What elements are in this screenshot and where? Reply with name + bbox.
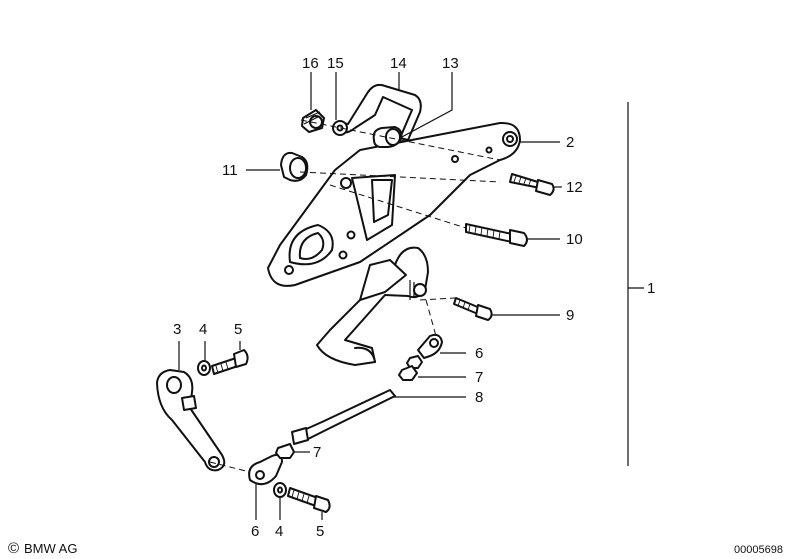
bolt-5-bottom: [287, 487, 331, 513]
callout-8: 8: [475, 389, 483, 406]
callout-1: 1: [647, 280, 655, 297]
callout-6-lower: 6: [251, 523, 259, 540]
copyright-symbol: ©: [8, 540, 19, 557]
callout-labels: 1 2 3 4 5 6 7 8 9 10 11 12 13 14 15 16 7…: [173, 55, 655, 540]
bolt-12: [509, 173, 555, 196]
nut-7-upper: [398, 355, 423, 381]
nut-7-lower: [275, 443, 295, 459]
footrest-bracket: [267, 121, 521, 287]
callout-10: 10: [566, 231, 583, 248]
callout-11: 11: [222, 162, 238, 179]
callout-12: 12: [566, 179, 583, 196]
callout-14: 14: [390, 55, 407, 72]
nut-16: [301, 109, 325, 133]
washer-4-top: [197, 360, 211, 376]
footer: © BMW AG 00005698: [8, 540, 783, 557]
bolt-10: [465, 223, 528, 247]
image-number: 00005698: [734, 544, 783, 556]
callout-13: 13: [442, 55, 459, 72]
brand-label: BMW AG: [24, 541, 77, 556]
brake-pedal-lever: [316, 246, 429, 366]
bell-crank-lever: [156, 369, 226, 472]
callout-15: 15: [327, 55, 344, 72]
bolt-9: [453, 297, 493, 321]
washer-4-bottom: [273, 482, 287, 498]
callout-16: 16: [302, 55, 319, 72]
callout-4-bottom: 4: [275, 523, 283, 540]
washer-15: [332, 120, 348, 136]
callout-3: 3: [173, 321, 181, 338]
callout-2: 2: [566, 134, 574, 151]
clevis-6-lower: [248, 453, 283, 486]
callout-4-top: 4: [199, 321, 207, 338]
callout-6-upper: 6: [475, 345, 483, 362]
callout-5-top: 5: [234, 321, 242, 338]
callout-7-lower: 7: [313, 444, 321, 461]
callout-5-bottom: 5: [316, 523, 324, 540]
assembly-lines: [209, 119, 501, 473]
push-rod: [291, 389, 396, 445]
leader-lines: [178, 72, 644, 520]
bolt-5-top: [211, 349, 249, 375]
callout-7-upper: 7: [475, 369, 483, 386]
rubber-bush-13: [372, 126, 403, 148]
callout-9: 9: [566, 307, 574, 324]
rubber-bush-11: [280, 151, 309, 182]
clevis-6-upper: [417, 333, 443, 359]
